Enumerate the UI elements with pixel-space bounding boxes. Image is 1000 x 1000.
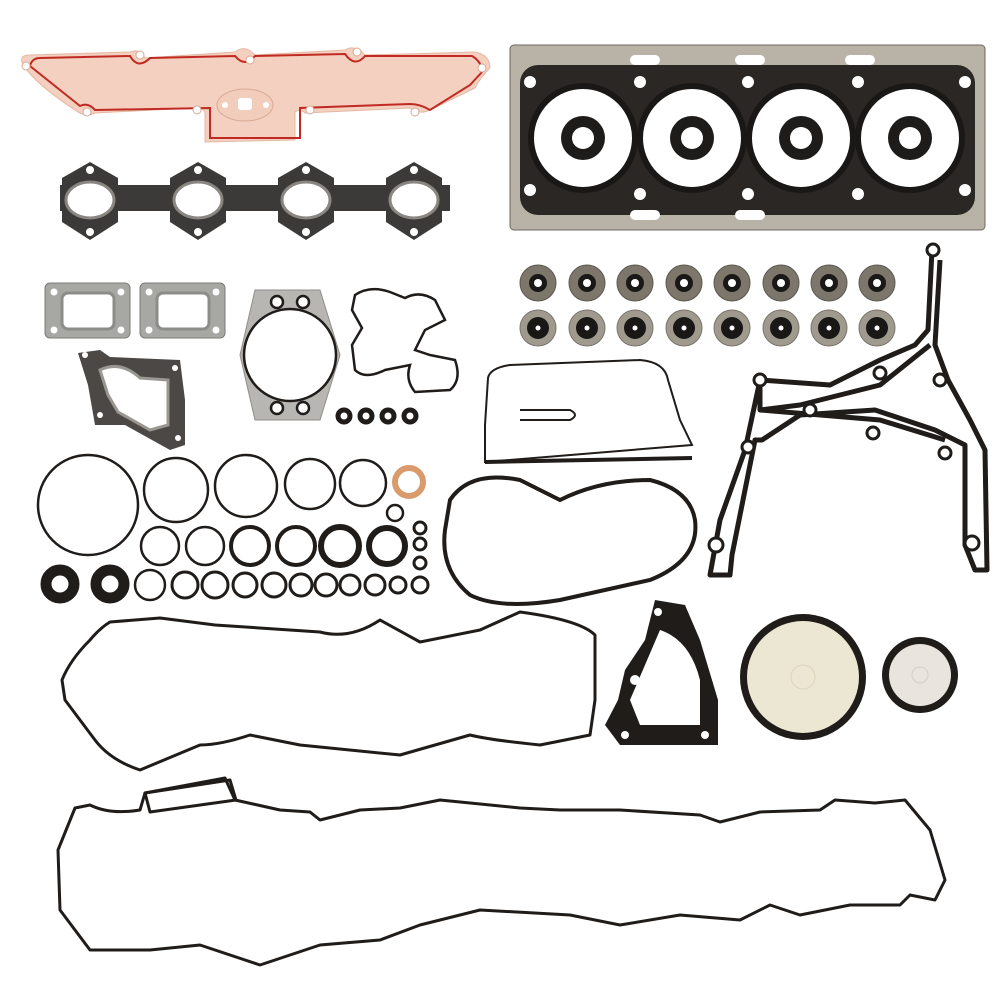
valve-stem-seals — [519, 264, 896, 347]
water-pump-gasket — [605, 600, 718, 745]
small-flange-gasket — [216, 88, 274, 122]
round-flange-gasket — [239, 289, 341, 421]
intake-gasket-large — [56, 776, 947, 967]
timing-cover-gasket-holes — [707, 242, 981, 554]
crank-seal-front — [882, 637, 958, 713]
copper-washer — [392, 465, 426, 499]
shaft-seals-small — [40, 564, 130, 604]
cylinder-head-gasket — [509, 44, 986, 231]
valve-cover-gasket — [60, 610, 597, 772]
o-ring-assortment — [36, 453, 430, 602]
timing-cover-gasket — [707, 249, 990, 578]
turbo-gasket-1 — [44, 282, 131, 339]
oil-cooler-gasket — [350, 287, 459, 394]
front-cover-gasket — [484, 358, 694, 464]
crank-seal-rear — [740, 614, 866, 740]
exhaust-manifold-gasket — [60, 162, 450, 240]
injector-seals — [335, 407, 419, 425]
turbo-gasket-2 — [139, 282, 226, 339]
oil-pan-gasket-upper — [442, 475, 698, 606]
egr-gasket — [78, 350, 185, 450]
